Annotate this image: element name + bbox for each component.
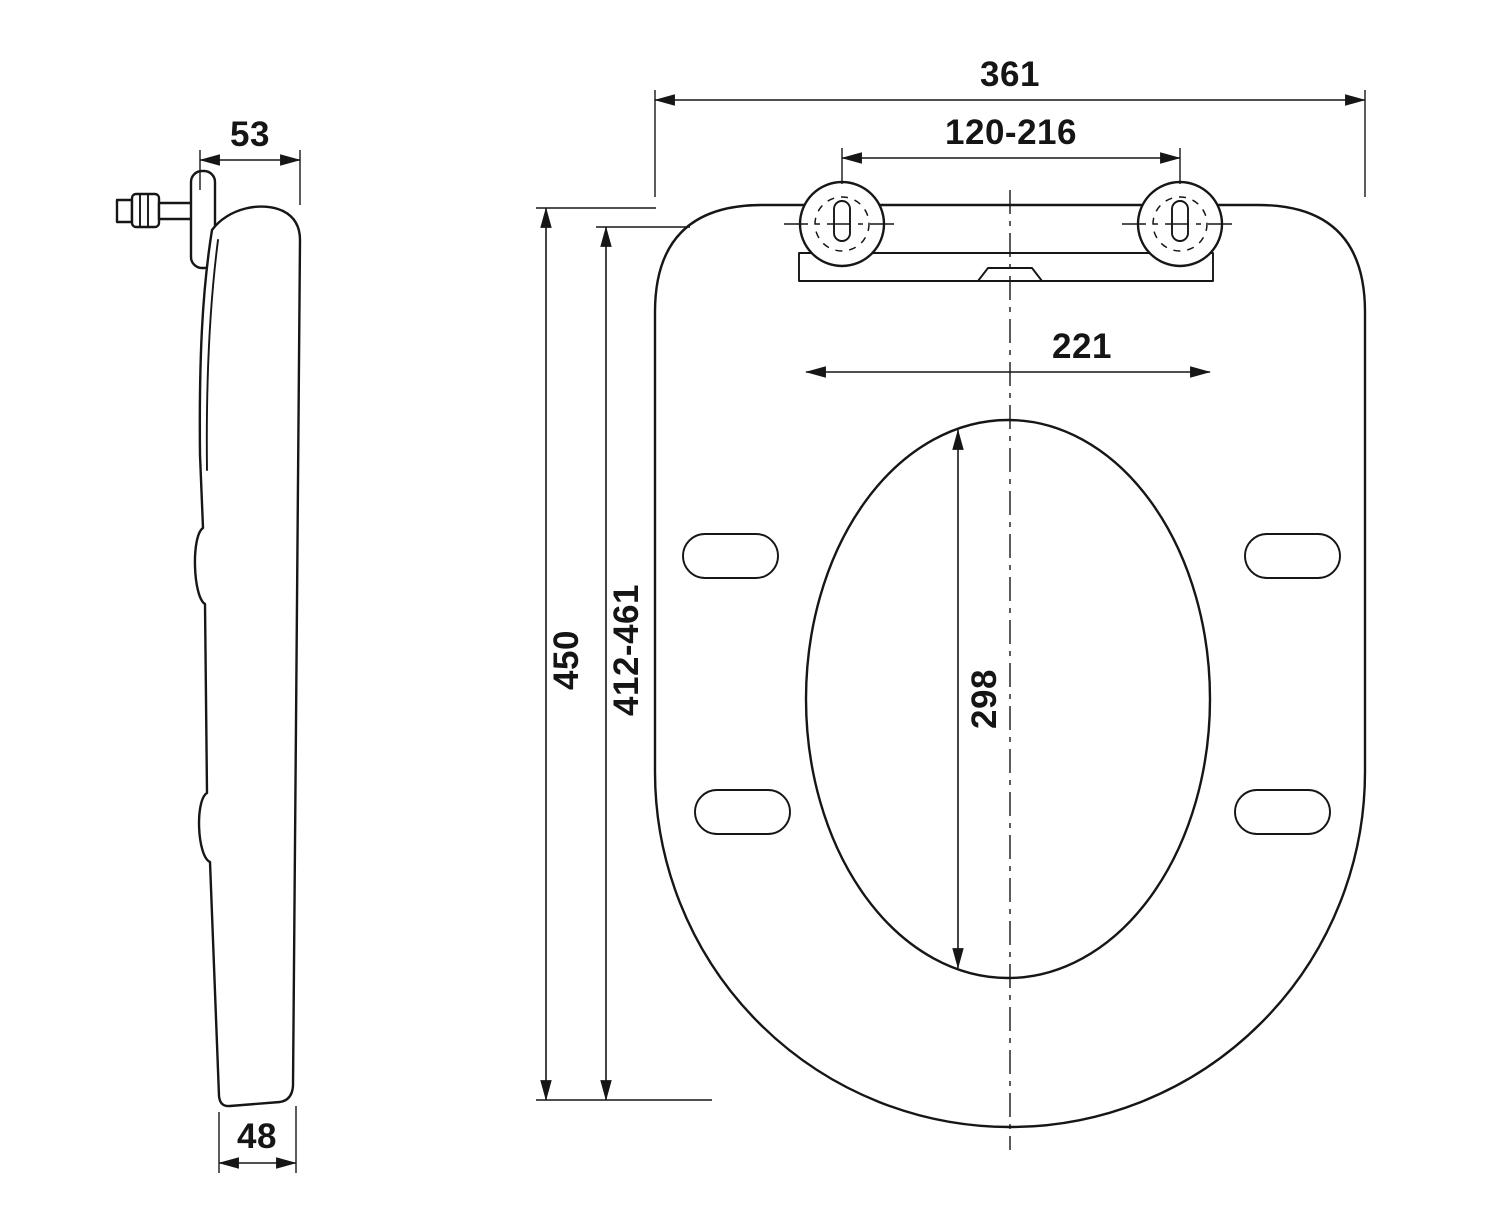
- dimension-221: 221: [805, 327, 1211, 378]
- dim-label-bottom-thickness: 48: [237, 1117, 277, 1156]
- dimension-361: 361: [654, 55, 1366, 197]
- dim-label-opening-width: 221: [1052, 327, 1112, 366]
- inner-opening: [804, 418, 1212, 980]
- dim-label-overall-width: 361: [980, 55, 1040, 94]
- dimension-412-461: 412-461: [596, 226, 690, 1101]
- dimension-298: 298: [952, 429, 1004, 969]
- hinge-right-slot: [1171, 200, 1189, 242]
- dimension-450: 450: [536, 207, 712, 1101]
- buffer-slot-top-right: [1244, 533, 1341, 579]
- hinge-right: [1122, 180, 1238, 268]
- hinge-left-slot: [833, 200, 851, 242]
- pin-tip: [115, 198, 134, 224]
- dimension-48: 48: [218, 1106, 297, 1173]
- dim-label-hinge-spacing: 120-216: [945, 113, 1077, 152]
- hinge-pin: [115, 192, 194, 229]
- dim-label-mounting-depth-range: 412-461: [607, 584, 646, 716]
- dimension-120-216: 120-216: [841, 113, 1181, 184]
- buffer-slot-top-left: [682, 533, 779, 579]
- pin-body: [130, 192, 161, 229]
- seat-profile-inner-edge: [205, 239, 219, 471]
- buffer-slot-bottom-left: [694, 789, 791, 835]
- dimension-53: 53: [199, 115, 301, 205]
- top-view: 361 120-216 221 298 450: [536, 55, 1367, 1150]
- seat-side-profile: [193, 205, 302, 1108]
- buffer-slot-bottom-right: [1234, 789, 1331, 835]
- side-view: 53 48: [115, 115, 302, 1173]
- dim-label-top-thickness: 53: [230, 115, 270, 154]
- dim-label-opening-depth: 298: [965, 669, 1004, 729]
- pin-shaft: [157, 201, 194, 221]
- dim-label-overall-depth: 450: [547, 630, 586, 690]
